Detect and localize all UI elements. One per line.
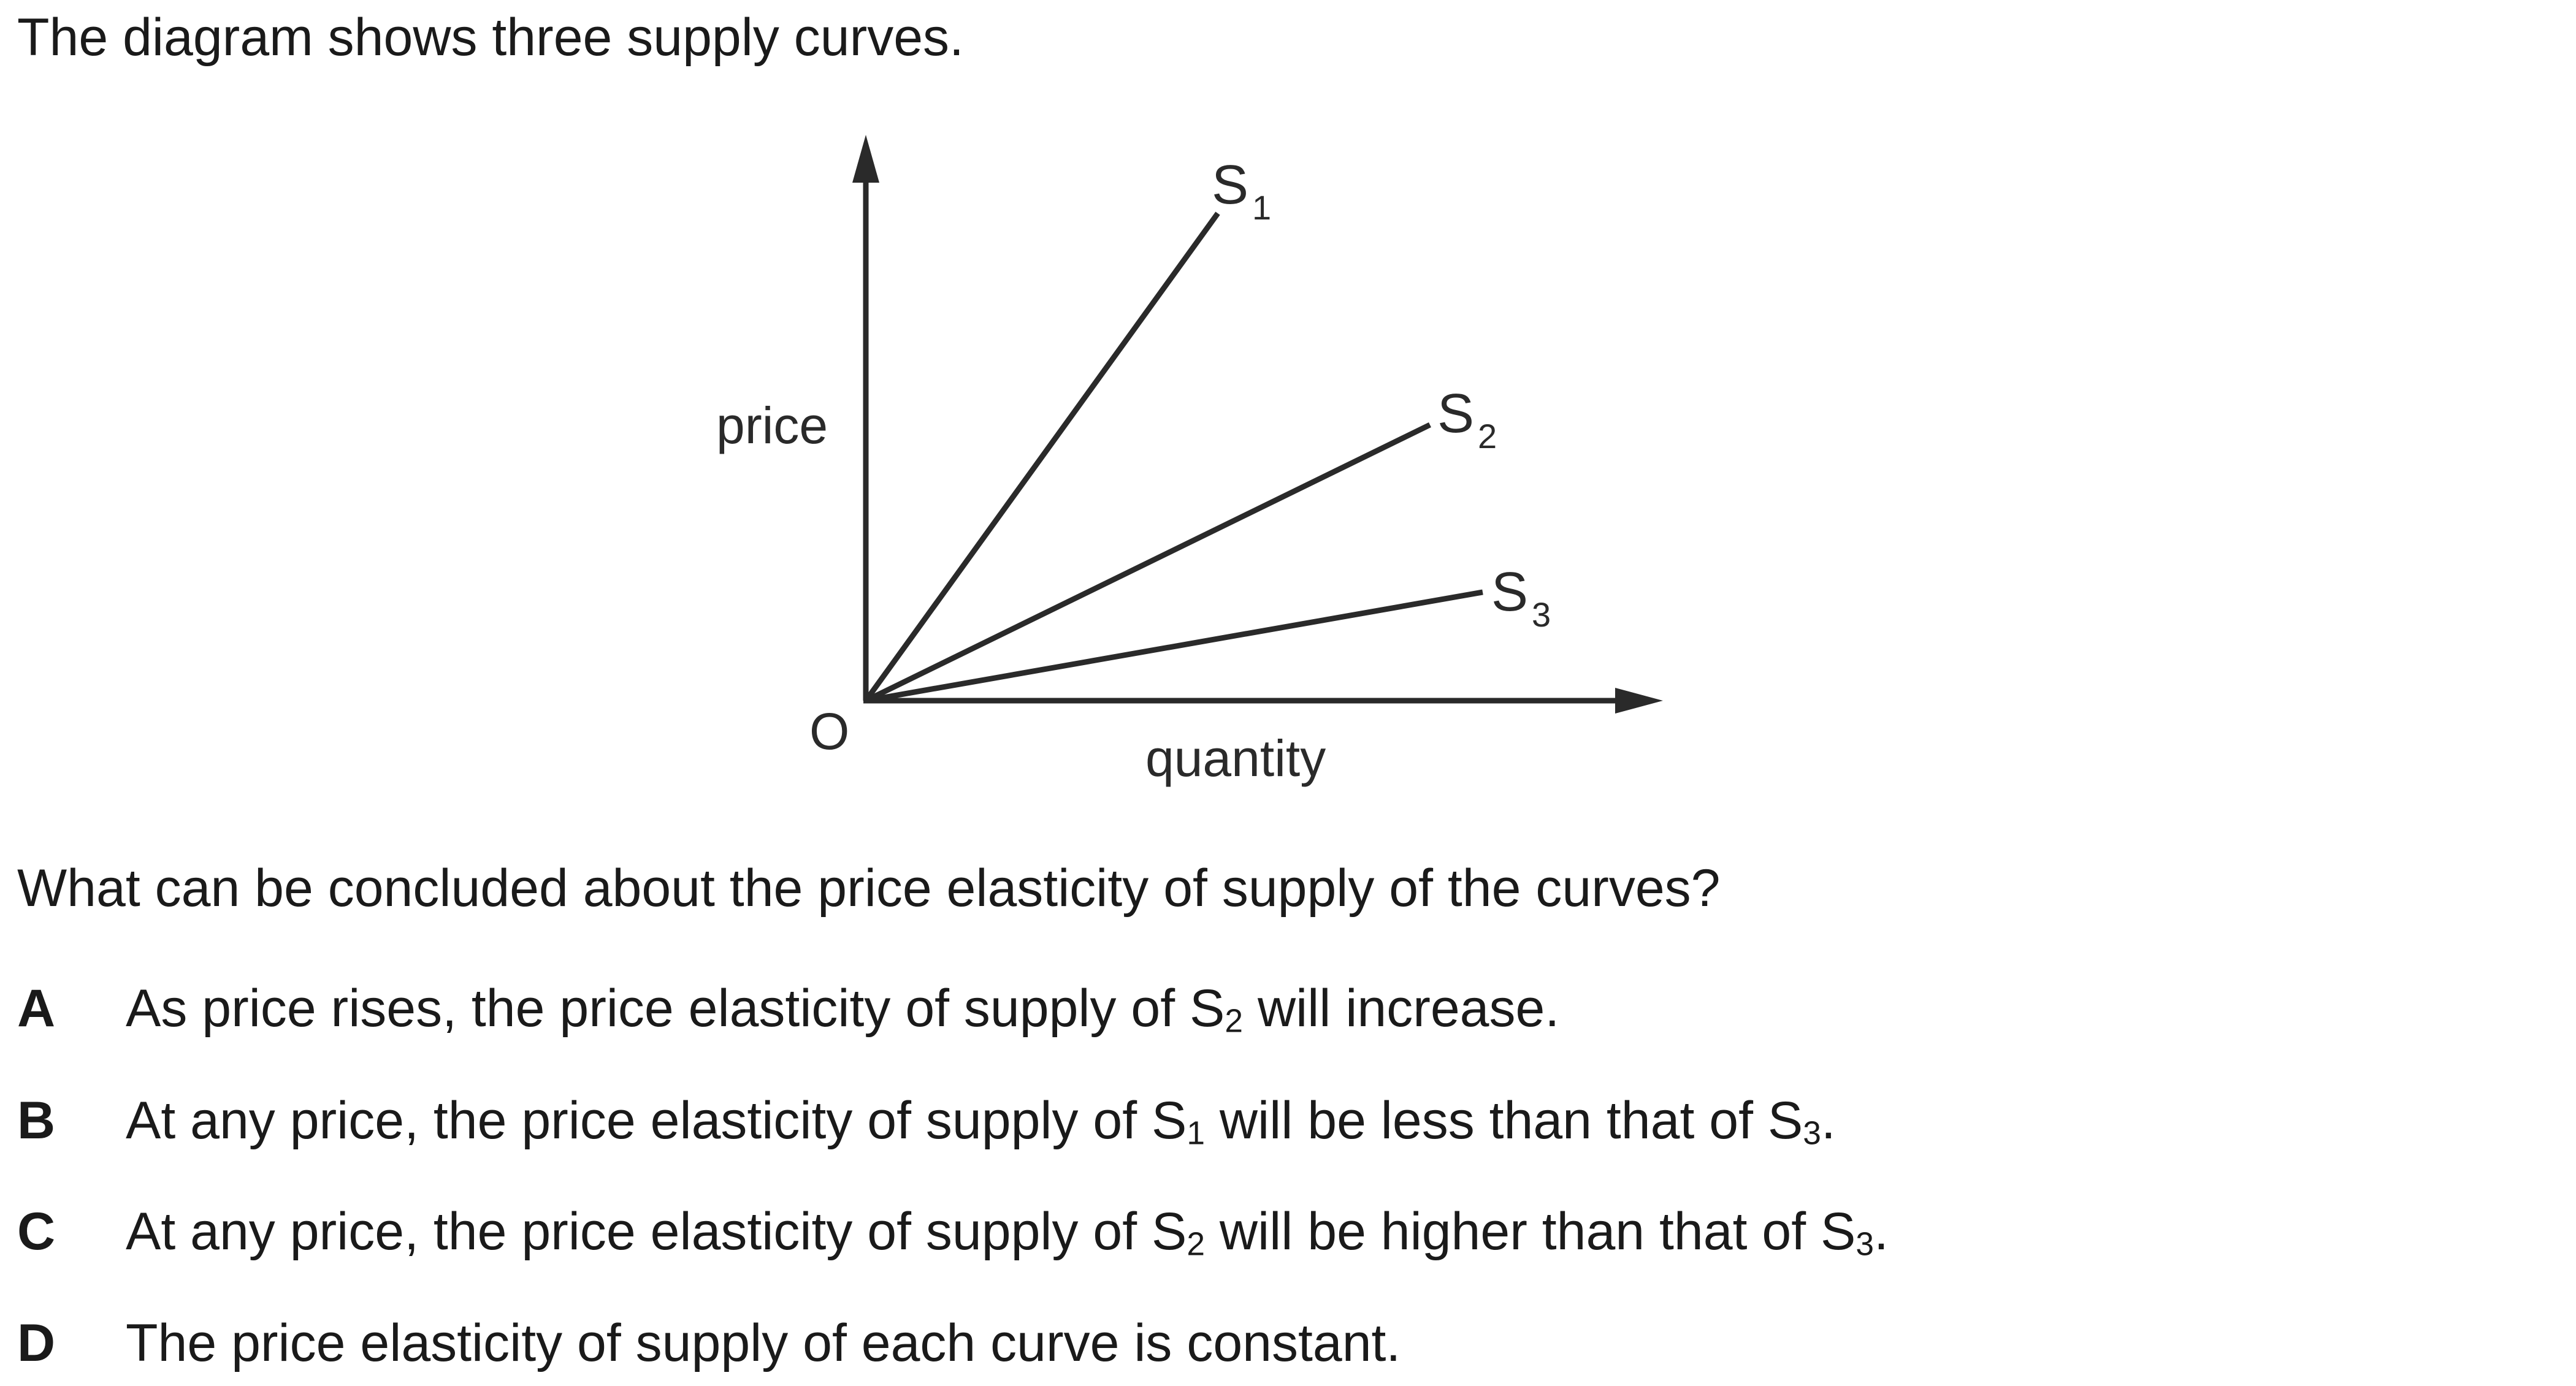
x-axis-label: quantity [1145,729,1326,787]
curve-label-s2-subscript: 2 [1478,417,1497,455]
option-a-subscript: 2 [1225,1003,1244,1040]
option-c-text-middle: will be higher than that of S [1205,1202,1856,1261]
option-c-text: At any price, the price elasticity of su… [126,1202,1889,1261]
intro-text: The diagram shows three supply curves. [17,8,964,67]
option-d-letter: D [17,1314,56,1373]
option-c-text-before: At any price, the price elasticity of su… [126,1202,1187,1261]
origin-label: O [809,703,849,760]
option-b-letter: B [17,1091,56,1150]
option-a-text-after: will increase. [1243,979,1560,1038]
supply-curve-s3 [865,589,1483,704]
y-axis-label: price [716,397,828,454]
option-c-subscript-1: 2 [1187,1226,1206,1263]
option-d-text: The price elasticity of supply of each c… [126,1314,1401,1373]
curve-label-s3-subscript: 3 [1532,595,1551,634]
option-a-letter: A [17,979,56,1038]
curve-label-s1-letter: S [1212,154,1248,216]
curve-label-s1-subscript: 1 [1252,188,1271,227]
option-b-text-after: . [1821,1091,1836,1150]
y-axis-arrow [852,135,879,183]
supply-curve-s1 [863,211,1220,703]
option-b-subscript-2: 3 [1803,1115,1821,1152]
option-c-letter: C [17,1202,56,1261]
supply-curve-s2 [865,422,1431,704]
option-b-text-before: At any price, the price elasticity of su… [126,1091,1187,1150]
question-text: What can be concluded about the price el… [17,859,1721,918]
option-a-text-before: As price rises, the price elasticity of … [126,979,1225,1038]
option-c-subscript-2: 3 [1856,1226,1874,1263]
option-b-text: At any price, the price elasticity of su… [126,1091,1836,1150]
option-b-text-middle: will be less than that of S [1205,1091,1803,1150]
curve-label-s2-letter: S [1437,383,1474,444]
x-axis-arrow [1615,688,1663,714]
option-c-text-after: . [1874,1202,1889,1261]
option-a-text: As price rises, the price elasticity of … [126,979,1560,1038]
curve-label-s3-letter: S [1491,562,1528,623]
option-b-subscript-1: 1 [1187,1115,1206,1152]
